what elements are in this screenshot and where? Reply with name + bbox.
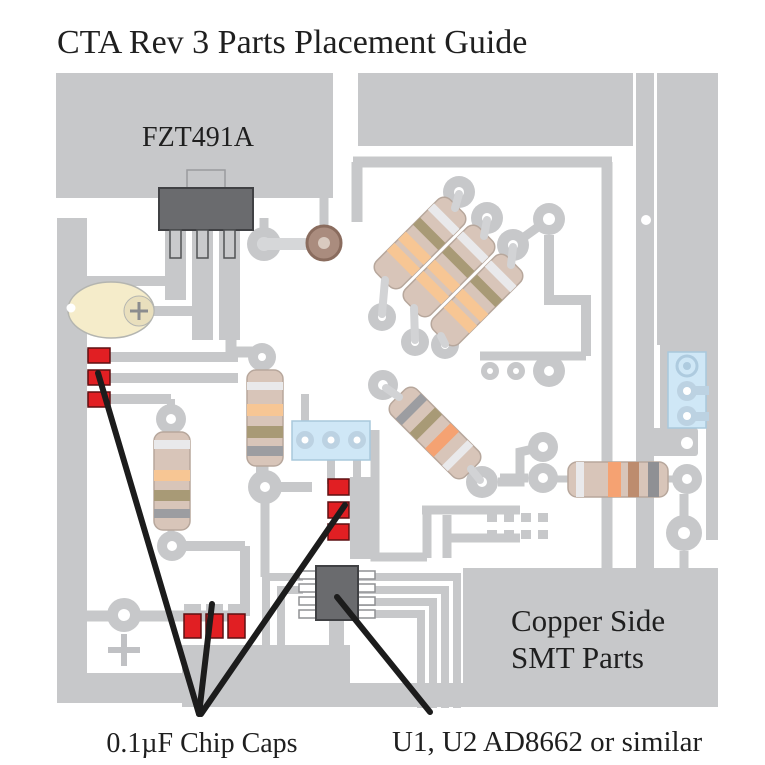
blue-terminal-middle (291, 420, 371, 461)
region-top-middle (358, 73, 633, 146)
tab-hole (681, 437, 693, 449)
resistor-diagonal-2 (402, 224, 496, 318)
chip-caps-bottom (183, 613, 246, 639)
via (156, 404, 186, 434)
resistor-diagonal-3 (430, 253, 524, 347)
blue-terminal-right (667, 351, 709, 429)
copper-side-line1: Copper Side (511, 603, 666, 638)
region-right-wide-bar (657, 73, 718, 345)
plus-mark (108, 634, 140, 666)
transistor-label: FZT491A (142, 122, 254, 153)
ic-label: U1, U2 AD8662 or similar (392, 726, 703, 758)
pad (481, 362, 499, 380)
resistor-diagonal-1 (373, 196, 467, 290)
chip-caps-label: 0.1µF Chip Caps (106, 728, 298, 759)
via (157, 531, 187, 561)
region-left-bar (57, 218, 87, 673)
via (248, 470, 282, 504)
region-bottom-right (182, 568, 718, 707)
electrolytic-capacitor (66, 281, 155, 339)
pointer-middle-caps (198, 502, 348, 717)
transistor-fzt491a (158, 169, 254, 259)
copper-side-note: Copper Side SMT Parts (511, 602, 665, 676)
tab-with-hole (648, 428, 698, 456)
region-right-strip (706, 428, 718, 540)
vias (107, 176, 702, 666)
jumper-wire (247, 224, 343, 262)
via (533, 203, 565, 235)
via (533, 355, 565, 387)
pad-ladder (487, 513, 548, 539)
ic-soic8 (298, 565, 376, 657)
via (107, 598, 141, 632)
pad (507, 362, 525, 380)
page-title: CTA Rev 3 Parts Placement Guide (57, 24, 528, 61)
via (666, 515, 702, 551)
via (672, 464, 702, 494)
via (528, 463, 558, 493)
plus-screw (130, 302, 148, 320)
components (66, 169, 709, 657)
region-right-thin-bar (636, 73, 654, 580)
pointer-ic (334, 594, 433, 715)
resistor-vertical-1 (153, 431, 191, 531)
region-bottom-bar (57, 673, 187, 703)
resistor-leads (378, 190, 517, 484)
copper-side-line2: SMT Parts (511, 640, 644, 675)
annotation-lines (95, 370, 433, 717)
via (528, 432, 558, 462)
resistor-horizontal (567, 461, 669, 498)
pointer-left-caps (95, 370, 202, 717)
resistor-vertical-2 (246, 369, 284, 467)
bar-hole (641, 215, 651, 225)
via (248, 343, 276, 371)
pointer-bottom-caps (196, 601, 215, 717)
